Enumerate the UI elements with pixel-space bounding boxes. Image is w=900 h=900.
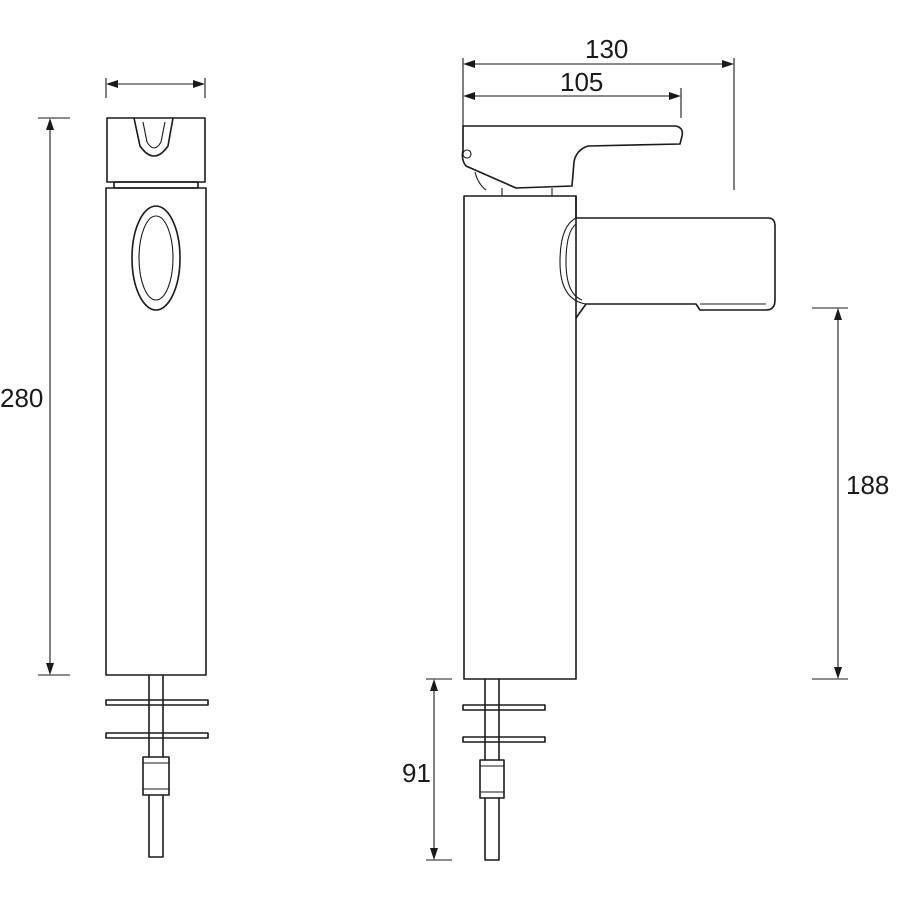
overall-reach-label: 130: [585, 34, 628, 64]
front-handle: [106, 117, 206, 189]
overall-height-label: 280: [0, 383, 43, 413]
front-body: [105, 187, 207, 676]
side-tail: [462, 678, 546, 861]
front-tail: [105, 674, 209, 858]
tail-length-dimension: 91: [402, 678, 452, 861]
side-view: 130 105: [402, 34, 889, 861]
side-spout: [559, 195, 776, 319]
front-logo-oval: [131, 205, 181, 311]
tail-length-label: 91: [402, 758, 431, 788]
side-lever: [461, 125, 684, 196]
spout-height-label: 188: [846, 470, 889, 500]
overall-reach-dimension: 130: [462, 34, 735, 190]
overall-height-dimension: 280: [0, 117, 70, 676]
front-width-dimension: [105, 78, 206, 98]
spout-reach-label: 105: [560, 67, 603, 97]
front-view: 280: [0, 78, 209, 858]
side-body: [463, 195, 577, 680]
spout-height-dimension: 188: [812, 307, 889, 680]
spout-reach-dimension: 105: [463, 67, 682, 118]
